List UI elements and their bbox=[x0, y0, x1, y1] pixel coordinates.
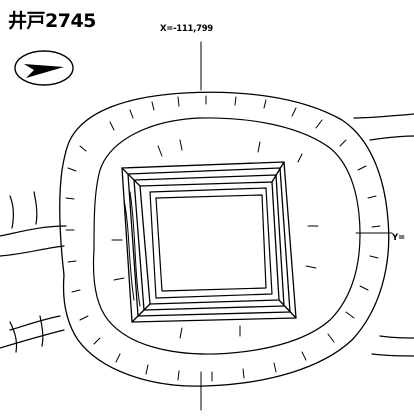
grid-label-y: Y= bbox=[392, 233, 406, 243]
grid-lines bbox=[200, 41, 393, 411]
north-arrow-icon bbox=[14, 50, 74, 86]
extension-features bbox=[0, 113, 414, 357]
slope-hachures bbox=[65, 95, 381, 382]
grid-label-x: X=-111,799 bbox=[160, 24, 213, 34]
pit-outer-outline bbox=[59, 91, 390, 387]
feature-title: 井戸2745 bbox=[8, 10, 96, 32]
pit-marks bbox=[111, 139, 319, 339]
well-shaft bbox=[149, 187, 273, 299]
well-frame bbox=[121, 161, 297, 323]
pit-inner-outline bbox=[92, 117, 361, 355]
